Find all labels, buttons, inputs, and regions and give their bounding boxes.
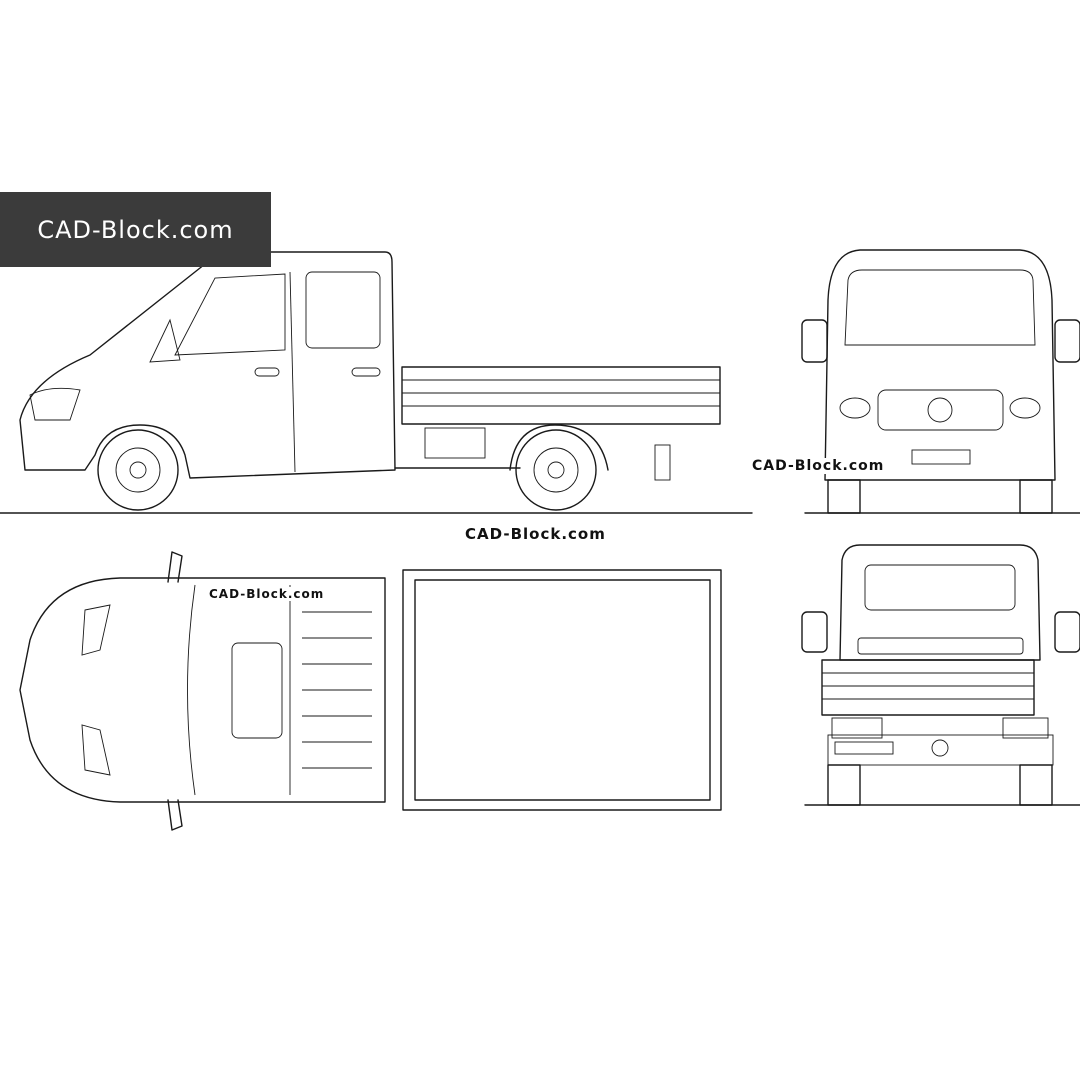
watermark: CAD-Block.com <box>463 525 608 543</box>
front-view <box>801 249 1080 514</box>
toolbox <box>424 427 486 459</box>
rear-view <box>801 544 1080 806</box>
cab-roof-outline <box>19 577 386 803</box>
mirror-bottom <box>167 799 183 831</box>
headlight <box>29 387 81 421</box>
right-mirror <box>1054 319 1080 363</box>
bumper <box>827 734 1054 766</box>
plate <box>834 741 894 755</box>
taillight-left <box>831 717 883 739</box>
door-handle <box>254 367 280 377</box>
roof-hatch <box>231 642 283 739</box>
mirror <box>149 318 181 363</box>
flatbed-outer <box>402 569 722 811</box>
plate <box>911 449 971 465</box>
front-body <box>824 249 1056 481</box>
star-emblem <box>927 397 953 423</box>
door-handle <box>351 367 381 377</box>
flatbed-inner <box>414 579 711 801</box>
rear-arch <box>509 424 609 471</box>
headlight-right <box>1009 397 1041 419</box>
tire-left <box>827 764 861 806</box>
mirror-top <box>167 551 183 583</box>
taillight-right <box>1002 717 1049 739</box>
tailgate <box>821 659 1035 716</box>
tire-right <box>1019 479 1053 514</box>
right-mirror <box>1054 611 1080 653</box>
left-mirror <box>801 611 828 653</box>
tow-hitch <box>654 444 671 481</box>
front-wheel <box>97 429 179 511</box>
hood-vent <box>81 724 111 776</box>
left-mirror <box>801 319 828 363</box>
windshield <box>844 269 1036 346</box>
hood-vent <box>81 604 111 656</box>
tire-left <box>827 479 861 514</box>
tire-right <box>1019 764 1053 806</box>
watermark: CAD-Block.com <box>207 587 327 601</box>
side-view <box>0 251 753 514</box>
cab-body <box>19 251 396 479</box>
cab-rear <box>839 544 1041 661</box>
headlight-left <box>839 397 871 419</box>
grille <box>877 389 1004 431</box>
watermark: CAD-Block.com <box>750 458 887 474</box>
rear-wheel <box>515 429 597 511</box>
rear-window <box>864 564 1016 611</box>
rear-window <box>305 271 381 349</box>
site-logo: CAD-Block.com <box>0 192 271 267</box>
top-view <box>19 551 722 831</box>
flatbed-side <box>401 366 721 425</box>
star-emblem <box>931 739 949 757</box>
front-window <box>174 273 286 356</box>
cab-ribs <box>302 611 372 769</box>
